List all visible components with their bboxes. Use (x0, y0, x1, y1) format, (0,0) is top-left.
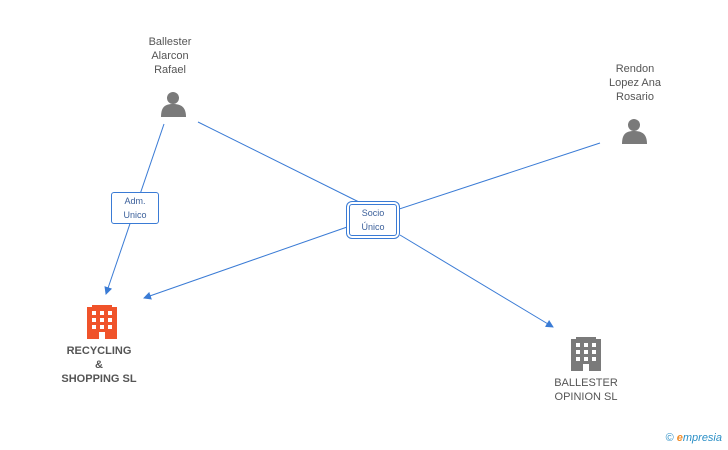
company-name-recycling-shopping[interactable]: RECYCLING & SHOPPING SL (61, 345, 137, 385)
building-icon[interactable] (87, 305, 117, 339)
building-icon[interactable] (571, 337, 601, 371)
empresia-logo-text: mpresia (682, 432, 722, 444)
person-name-ballester-alarcon-rafael[interactable]: Ballester Alarcon Rafael (148, 36, 192, 76)
person-icon[interactable] (622, 119, 647, 144)
edge-label-socio-unico: Socio Único (349, 204, 397, 236)
copyright-symbol: © (665, 432, 674, 444)
person-icon[interactable] (161, 92, 186, 117)
edge-rendon-to-socio (377, 142, 601, 217)
empresia-logo-e: e (676, 432, 683, 444)
company-name-ballester-opinion[interactable]: BALLESTER OPINION SL (554, 377, 618, 403)
person-name-rendon-lopez-ana-rosario[interactable]: Rendon Lopez Ana Rosario (609, 63, 661, 103)
edge-socio-to-ballester (399, 234, 554, 328)
edge-socio-to-recycling (143, 225, 351, 300)
edge-rafael-to-socio (197, 121, 376, 211)
edge-label-adm-unico: Adm. Unico (111, 192, 159, 224)
empresia-watermark: © empresia (666, 432, 722, 444)
